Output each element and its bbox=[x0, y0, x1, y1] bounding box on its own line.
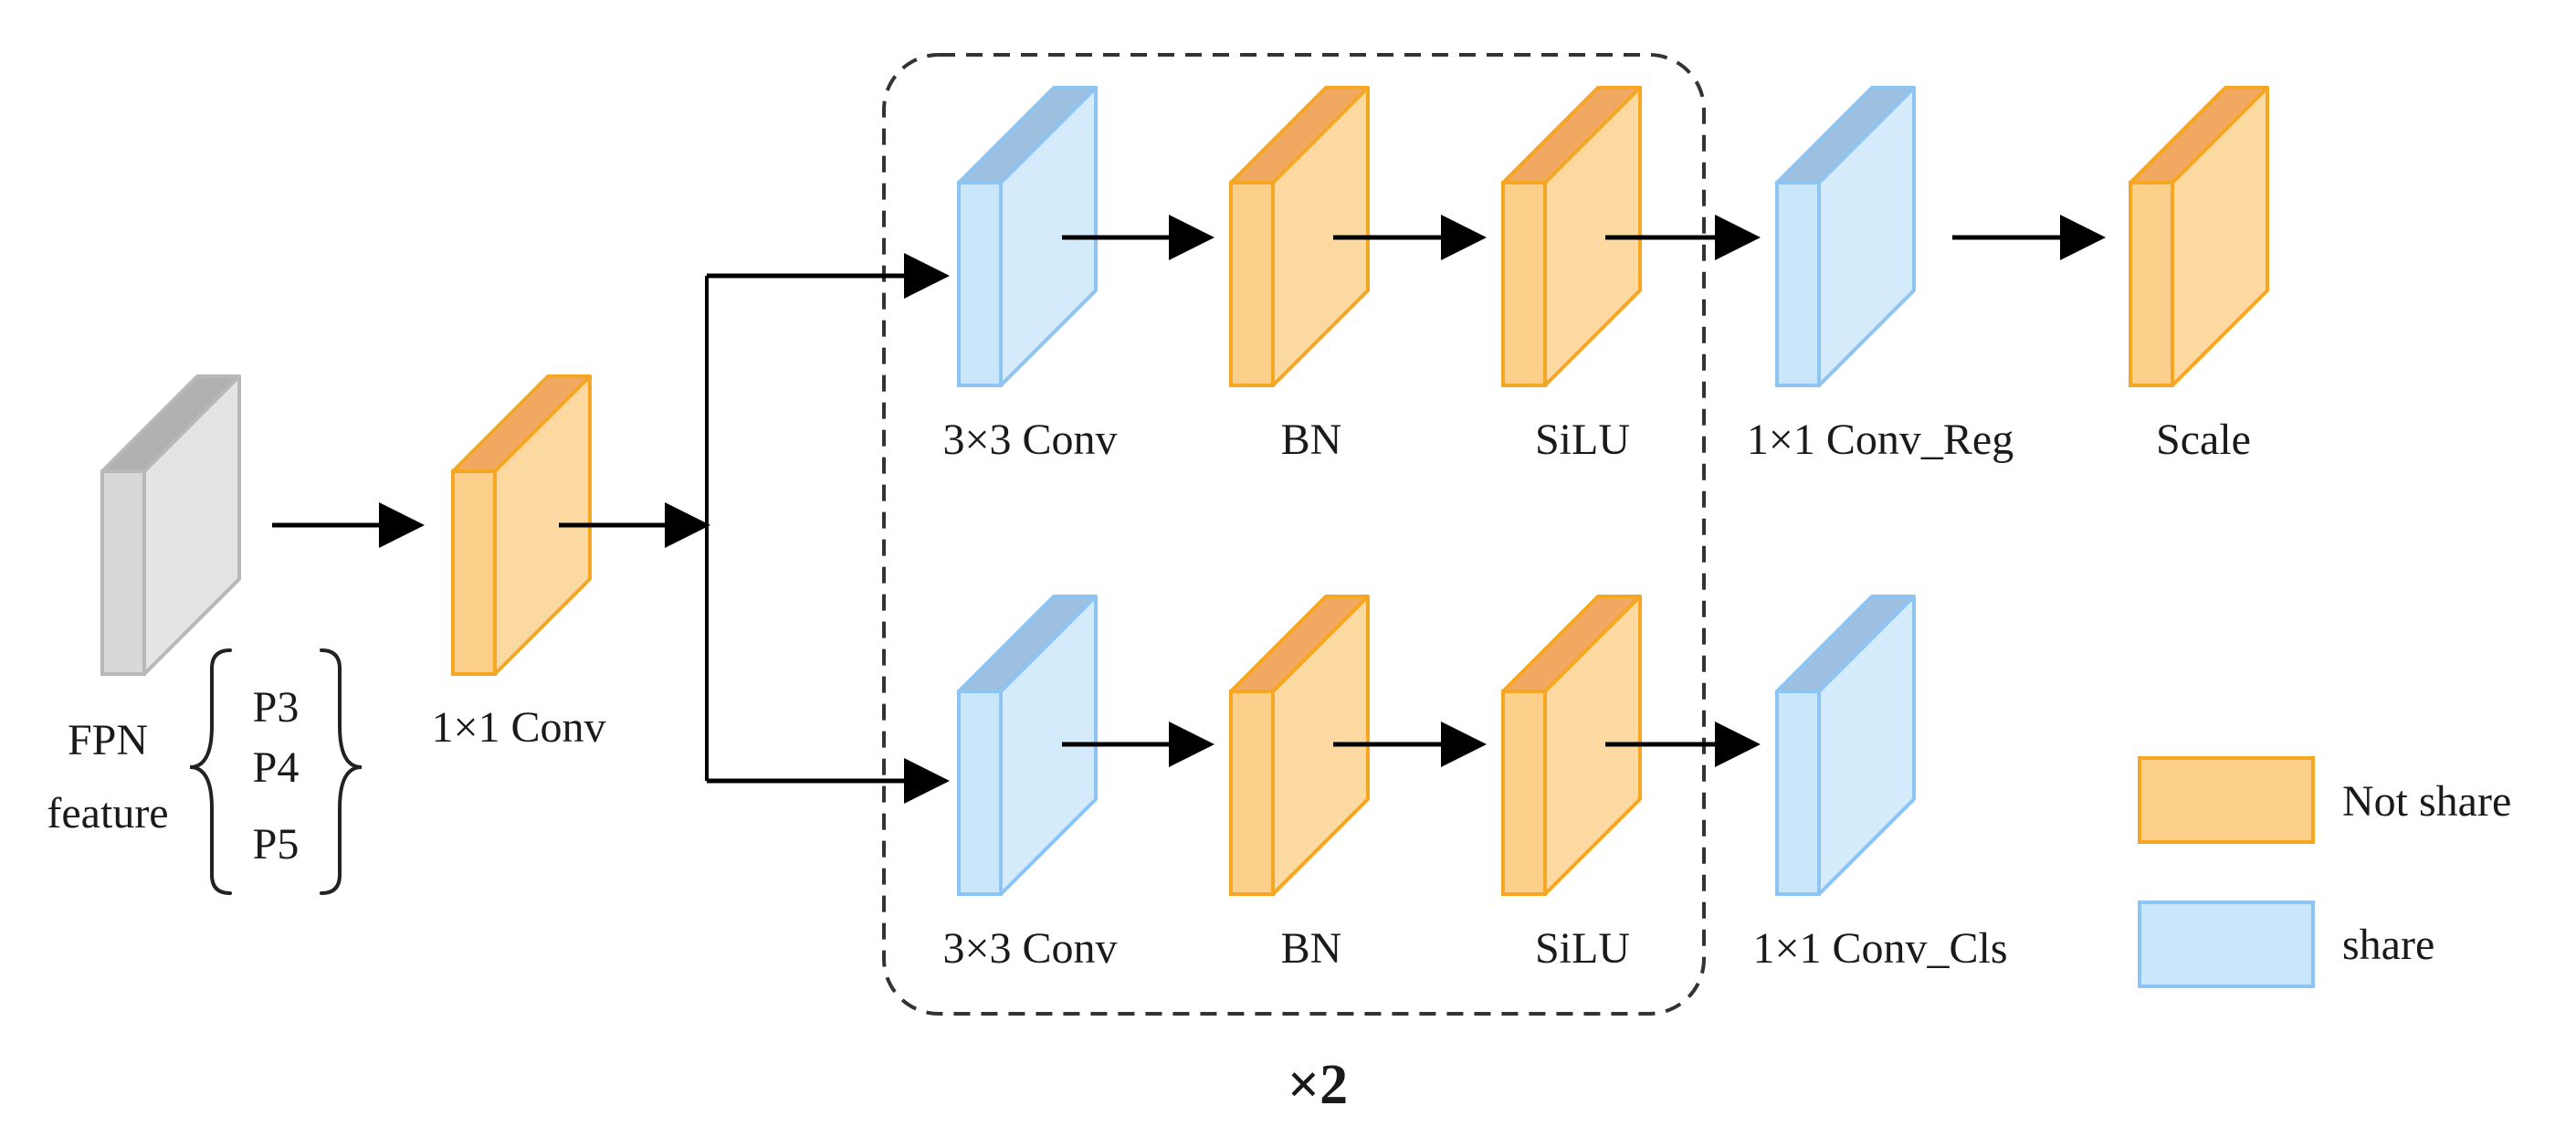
cls-bn-label: BN bbox=[1281, 924, 1342, 973]
legend-share-label: share bbox=[2342, 921, 2434, 969]
fpn-label-line1: FPN bbox=[68, 716, 148, 764]
cls-head-conv-block bbox=[1775, 595, 1916, 896]
repeat-label: ×2 bbox=[1288, 1054, 1348, 1116]
scale-block bbox=[2129, 86, 2269, 387]
cls-head-label: 1×1 Conv_Cls bbox=[1752, 924, 2007, 973]
cls-silu-block bbox=[1501, 595, 1642, 896]
right-brace bbox=[320, 648, 363, 895]
level-p5: P5 bbox=[253, 820, 300, 869]
cls-bn-block bbox=[1229, 595, 1370, 896]
cls-conv-label: 3×3 Conv bbox=[942, 924, 1117, 973]
level-p3: P3 bbox=[253, 683, 300, 732]
stem-conv-label: 1×1 Conv bbox=[431, 703, 605, 752]
reg-silu-label: SiLU bbox=[1535, 416, 1630, 464]
legend-not-share-swatch bbox=[2138, 756, 2315, 844]
legend-share-swatch bbox=[2138, 900, 2315, 988]
legend-not-share-label: Not share bbox=[2342, 777, 2511, 826]
reg-bn-block bbox=[1229, 86, 1370, 387]
fpn-feature-block bbox=[100, 374, 241, 676]
reg-head-conv-block bbox=[1775, 86, 1916, 387]
reg-conv-label: 3×3 Conv bbox=[942, 416, 1117, 464]
fpn-label-line2: feature bbox=[47, 789, 168, 837]
reg-conv3x3-block bbox=[957, 86, 1098, 387]
reg-head-label: 1×1 Conv_Reg bbox=[1747, 416, 2013, 464]
level-p4: P4 bbox=[253, 743, 300, 792]
scale-label: Scale bbox=[2156, 416, 2251, 464]
cls-silu-label: SiLU bbox=[1535, 924, 1630, 973]
blocks-layer bbox=[100, 86, 2269, 896]
left-brace bbox=[189, 648, 232, 895]
connectors bbox=[272, 215, 2106, 804]
stem-conv-block bbox=[451, 374, 592, 676]
reg-bn-label: BN bbox=[1281, 416, 1342, 464]
repeat-group-box bbox=[882, 53, 1706, 1016]
cls-conv3x3-block bbox=[957, 595, 1098, 896]
reg-silu-block bbox=[1501, 86, 1642, 387]
